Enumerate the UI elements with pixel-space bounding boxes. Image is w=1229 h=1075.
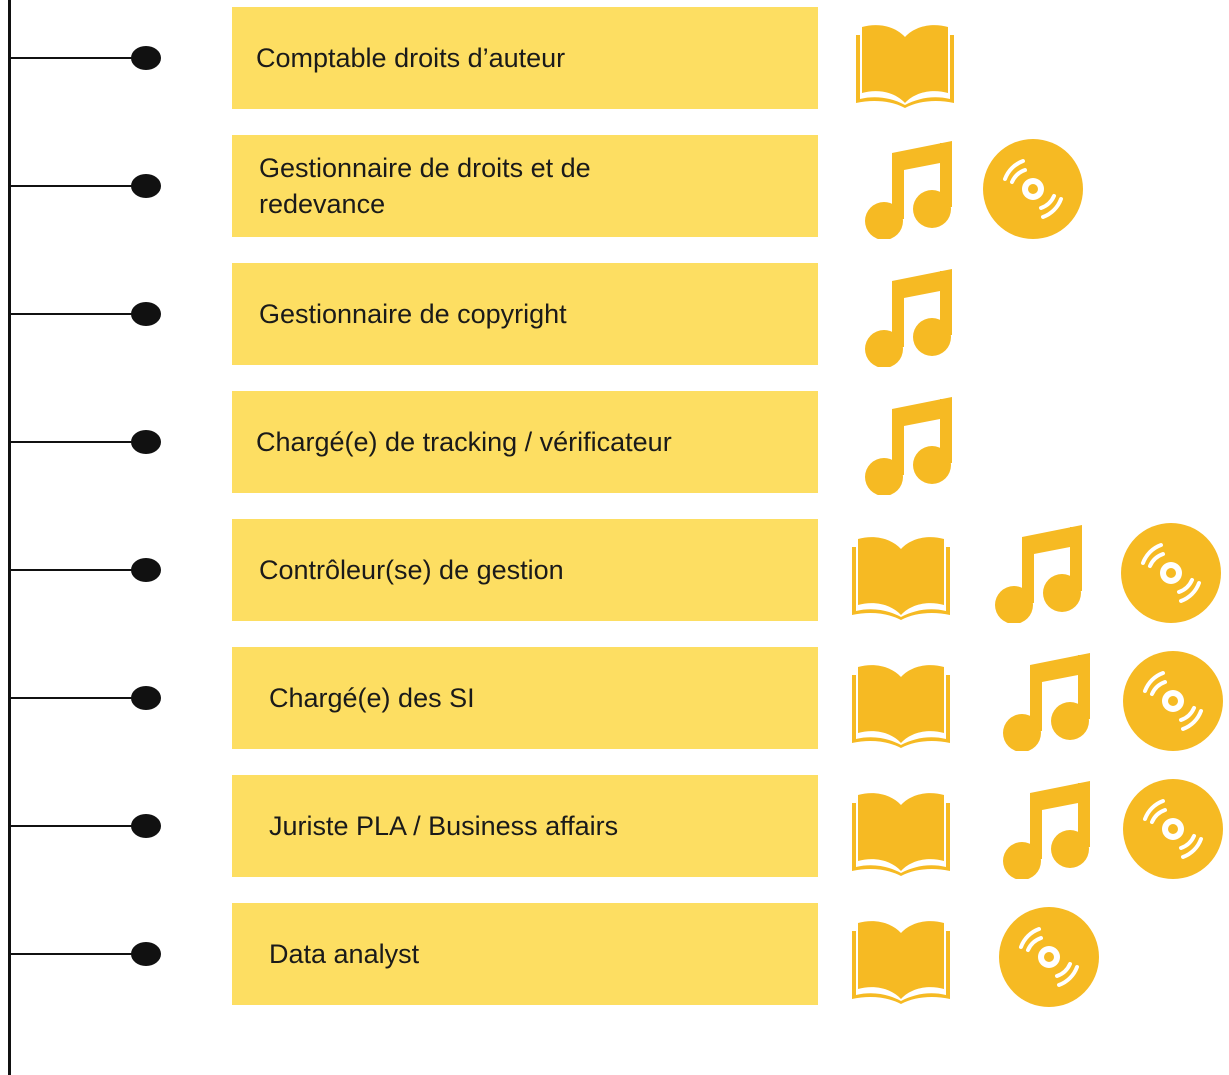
role-label: Contrôleur(se) de gestion — [259, 555, 564, 585]
role-box: Juriste PLA / Business affairs — [232, 775, 818, 877]
role-row: Gestionnaire de copyright — [0, 263, 1229, 367]
role-icons — [0, 903, 1229, 1007]
book-icon — [852, 793, 950, 876]
music-note-icon — [1003, 653, 1090, 751]
book-icon — [852, 537, 950, 620]
node-dot — [131, 46, 161, 70]
music-note-icon — [865, 397, 952, 495]
music-note-icon — [865, 141, 952, 239]
vinyl-record-icon — [1123, 651, 1223, 751]
node-dot — [131, 942, 161, 966]
node-dot — [131, 558, 161, 582]
node-dot — [131, 686, 161, 710]
role-box: Comptable droits d’auteur — [232, 7, 818, 109]
role-label: Chargé(e) de tracking / vérificateur — [256, 427, 672, 457]
connector-line — [11, 313, 141, 315]
music-note-icon — [1003, 781, 1090, 879]
role-box: Chargé(e) de tracking / vérificateur — [232, 391, 818, 493]
role-row: Chargé(e) des SI — [0, 647, 1229, 751]
connector-line — [11, 953, 141, 955]
role-label: Data analyst — [269, 939, 420, 969]
role-label: Comptable droits d’auteur — [256, 43, 566, 73]
node-dot — [131, 430, 161, 454]
role-row: Data analyst — [0, 903, 1229, 1007]
role-icons — [0, 519, 1229, 623]
connector-line — [11, 825, 141, 827]
role-box: Data analyst — [232, 903, 818, 1005]
timeline-spine — [8, 0, 11, 1075]
book-icon — [856, 25, 954, 108]
role-label: Gestionnaire de copyright — [259, 299, 567, 329]
vinyl-record-icon — [1121, 523, 1221, 623]
role-icons — [0, 263, 1229, 367]
role-icons — [0, 7, 1229, 109]
role-row: Chargé(e) de tracking / vérificateur — [0, 391, 1229, 495]
music-note-icon — [995, 525, 1082, 623]
connector-line — [11, 185, 141, 187]
role-row: Comptable droits d’auteur — [0, 7, 1229, 109]
role-icons — [0, 391, 1229, 495]
node-dot — [131, 814, 161, 838]
role-label: Juriste PLA / Business affairs — [269, 811, 619, 841]
vinyl-record-icon — [1123, 779, 1223, 879]
role-row: Gestionnaire de droits et de redevance — [0, 135, 1229, 239]
book-icon — [852, 665, 950, 748]
role-icons — [0, 135, 1229, 239]
music-note-icon — [865, 269, 952, 367]
vinyl-record-icon — [983, 139, 1083, 239]
vinyl-record-icon — [999, 907, 1099, 1007]
role-row: Contrôleur(se) de gestion — [0, 519, 1229, 623]
role-row: Juriste PLA / Business affairs — [0, 775, 1229, 879]
role-box: Chargé(e) des SI — [232, 647, 818, 749]
role-label: Chargé(e) des SI — [269, 683, 475, 713]
connector-line — [11, 697, 141, 699]
node-dot — [131, 302, 161, 326]
connector-line — [11, 57, 141, 59]
role-label: Gestionnaire de droits et de redevance — [259, 153, 591, 219]
book-icon — [852, 921, 950, 1004]
connector-line — [11, 569, 141, 571]
role-icons — [0, 775, 1229, 879]
role-box: Gestionnaire de droits et de redevance — [232, 135, 818, 237]
role-box: Contrôleur(se) de gestion — [232, 519, 818, 621]
node-dot — [131, 174, 161, 198]
role-box: Gestionnaire de copyright — [232, 263, 818, 365]
role-icons — [0, 647, 1229, 751]
connector-line — [11, 441, 141, 443]
